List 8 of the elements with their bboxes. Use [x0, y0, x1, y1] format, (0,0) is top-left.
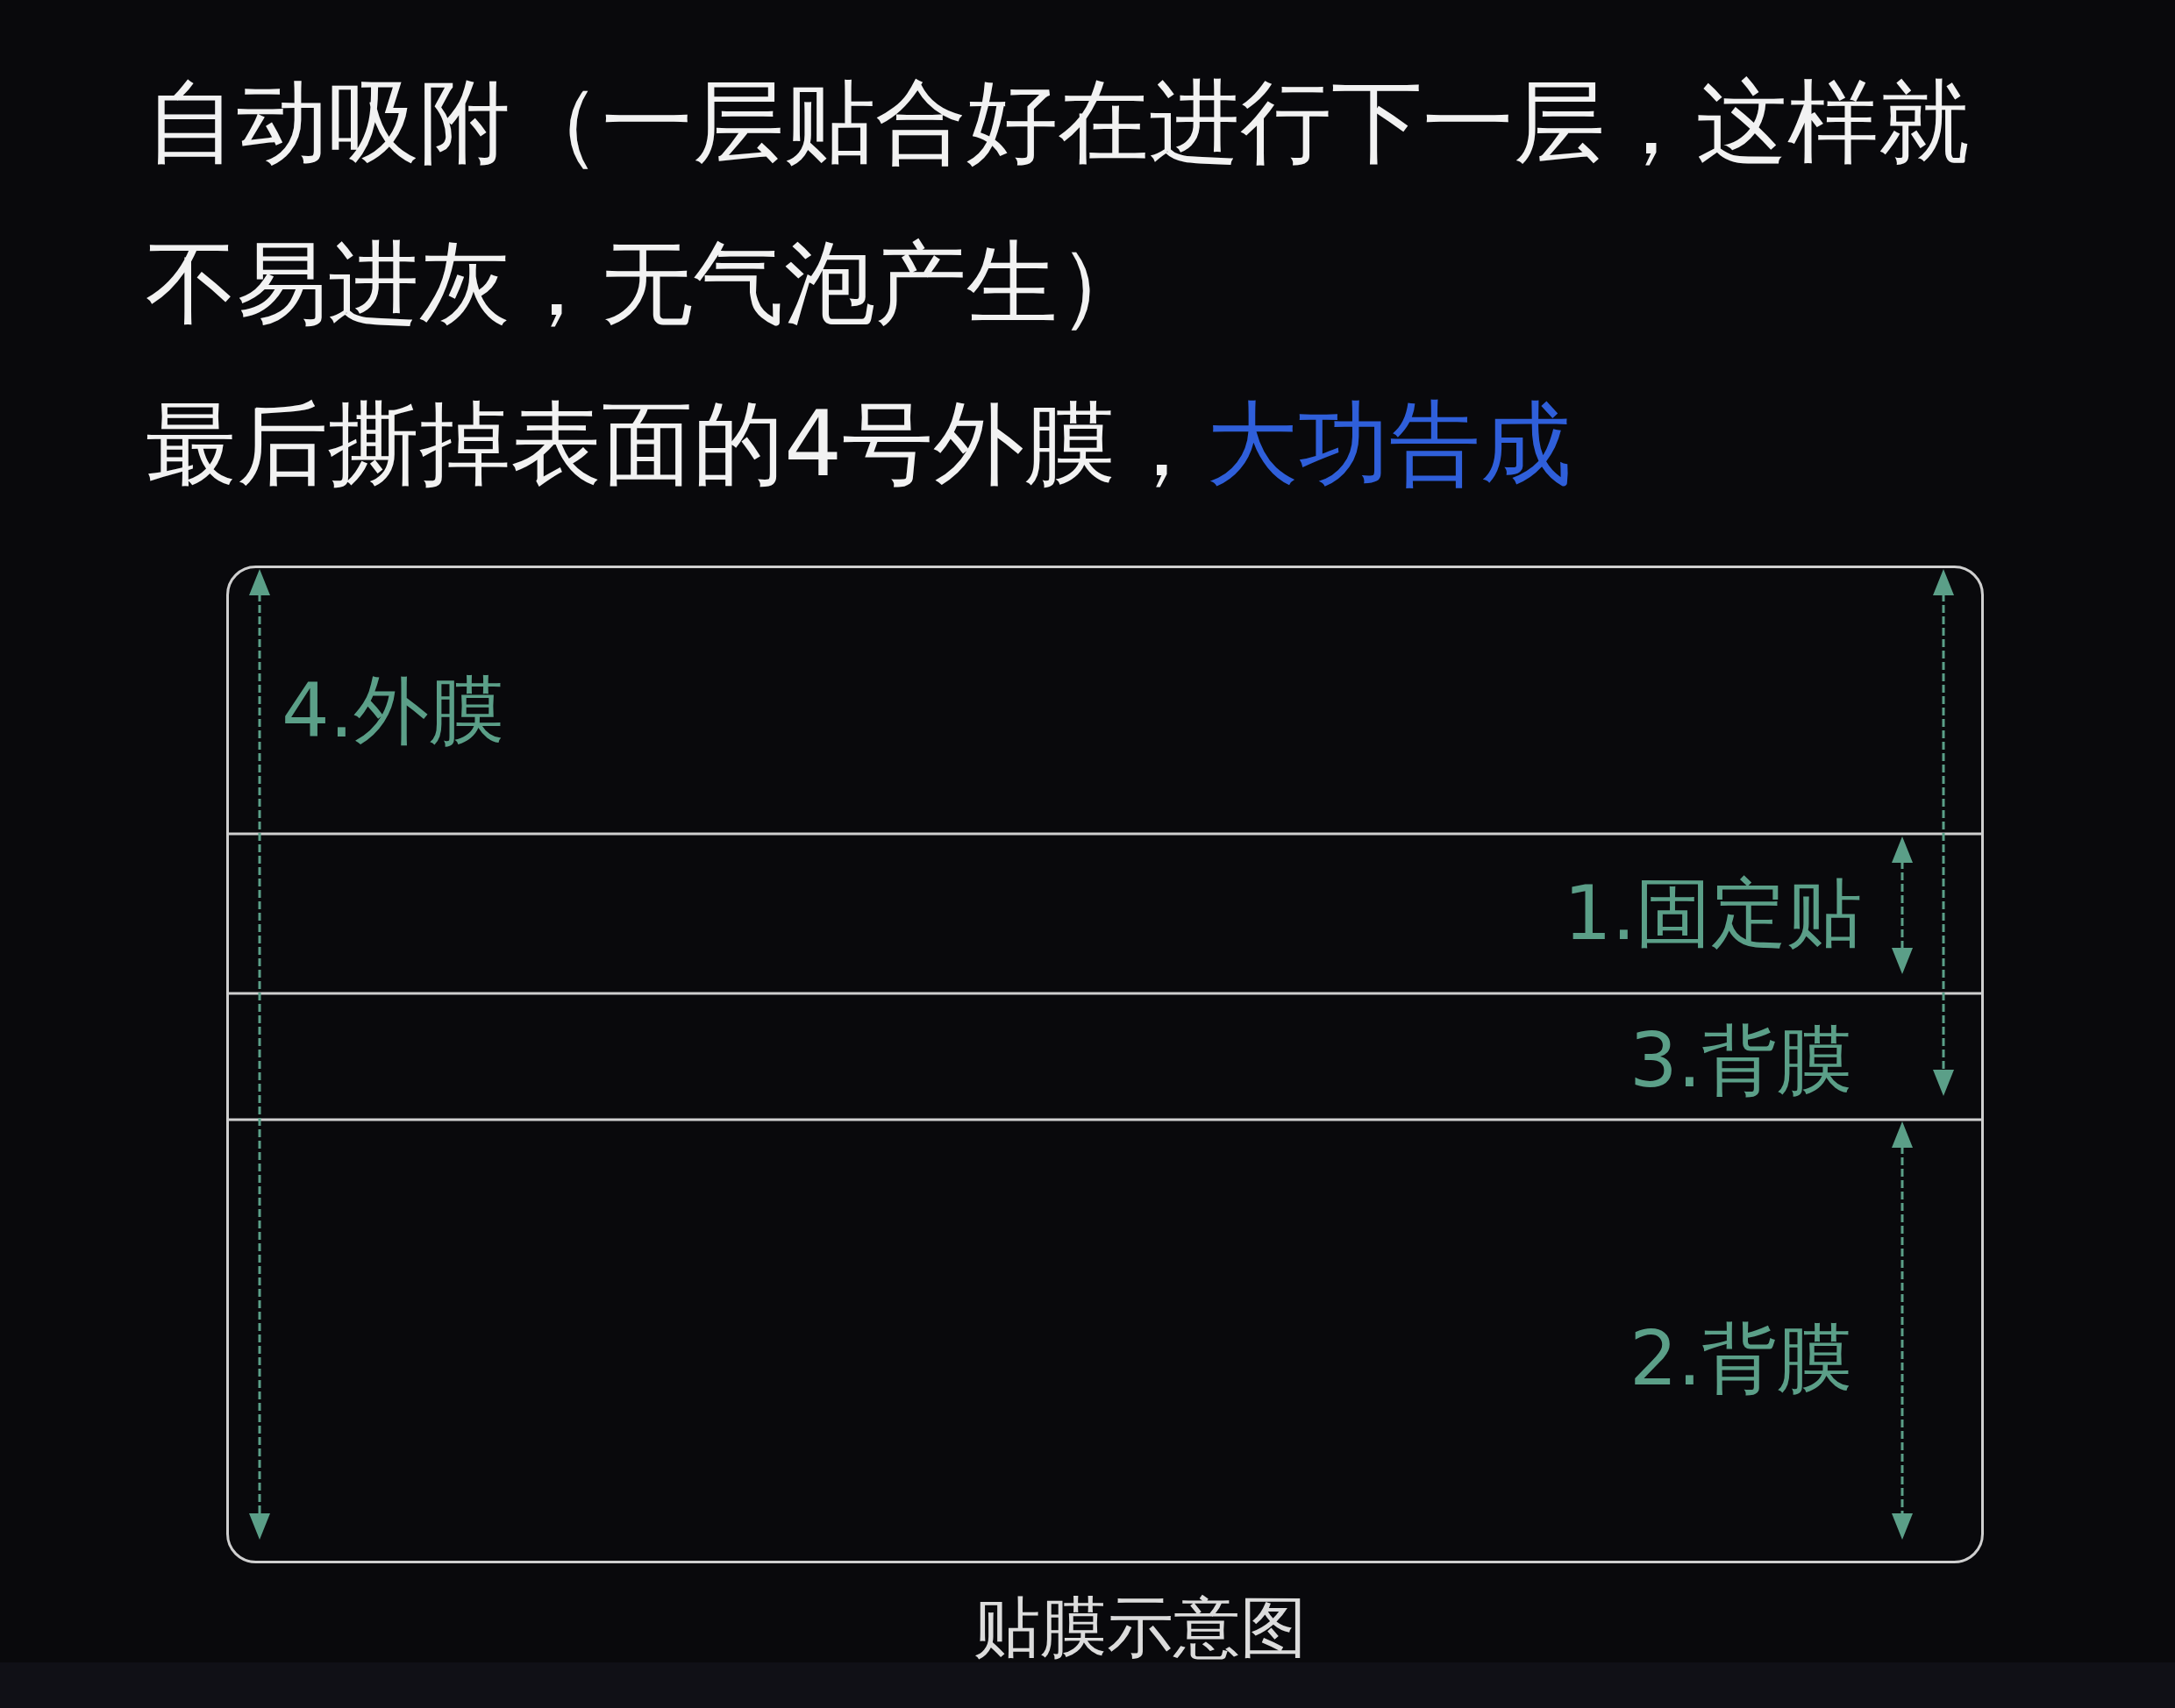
- part-label: 1.固定贴: [1563, 869, 1862, 957]
- part-label: 2.背膜: [1629, 1314, 1852, 1402]
- part-label: 4.外膜: [282, 666, 505, 754]
- part-label: 3.背膜: [1629, 1016, 1852, 1104]
- paragraph-text: 最后撕掉表面的4号外膜，: [146, 389, 1208, 499]
- paragraph-text: 自动吸附（一层贴合好在进行下一层，这样就不易进灰，无气泡产生）: [146, 68, 1971, 338]
- highlighted-text: 大功告成: [1207, 389, 1572, 499]
- figure-caption: 贴膜示意图: [973, 1594, 1308, 1661]
